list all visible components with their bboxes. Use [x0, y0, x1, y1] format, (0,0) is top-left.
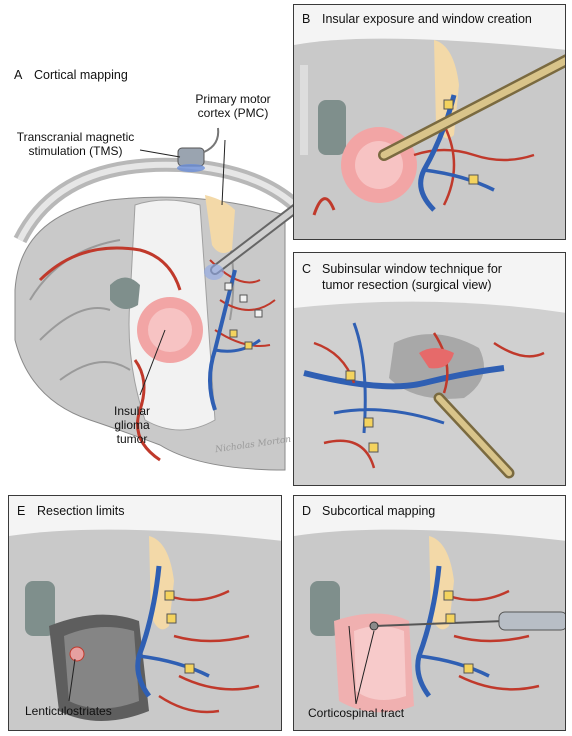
mapping-site-marker	[369, 443, 378, 452]
pmc-label-line1: Primary motor	[188, 92, 278, 106]
mapping-site-marker	[469, 175, 478, 184]
mapping-site-marker	[444, 591, 453, 600]
tms-leader-line	[140, 150, 180, 157]
mapping-site-marker	[464, 664, 473, 673]
tms-label-line1: Transcranial magnetic	[8, 130, 143, 144]
panel-e-title-text: Resection limits	[37, 504, 125, 518]
ventricle	[110, 278, 140, 310]
tumor-core	[148, 308, 192, 352]
panel-a-title-text: Cortical mapping	[34, 68, 128, 82]
tms-label: Transcranial magnetic stimulation (TMS)	[8, 130, 143, 158]
panel-b-title-text: Insular exposure and window creation	[322, 12, 532, 26]
residual-tumor-core	[354, 626, 406, 700]
tms-cable	[204, 128, 218, 152]
panel-b-letter: B	[302, 12, 322, 26]
tumor-label: Insular glioma tumor	[102, 404, 162, 446]
panel-c-letter: C	[302, 261, 322, 277]
mapping-site-marker	[446, 614, 455, 623]
mapping-site-marker	[444, 100, 453, 109]
tms-field-glow	[177, 164, 205, 172]
panel-d-letter: D	[302, 504, 322, 518]
mapping-site-marker	[185, 664, 194, 673]
tms-label-line2: stimulation (TMS)	[8, 144, 143, 158]
tumor-label-line3: tumor	[102, 432, 162, 446]
mapping-site-marker	[230, 330, 237, 337]
pmc-label: Primary motor cortex (PMC)	[188, 92, 278, 120]
tumor-label-line1: Insular	[102, 404, 162, 418]
mapping-site-marker	[255, 310, 262, 317]
mapping-site-marker	[364, 418, 373, 427]
mapping-site-marker	[225, 283, 232, 290]
pmc-label-line2: cortex (PMC)	[188, 106, 278, 120]
tumor-label-line2: glioma	[102, 418, 162, 432]
mapping-site-marker	[240, 295, 247, 302]
panel-c-title-line1: Subinsular window technique for	[322, 262, 502, 276]
corticospinal-label: Corticospinal tract	[308, 706, 404, 720]
ventricle	[318, 100, 346, 155]
panel-a-letter: A	[14, 68, 34, 82]
panel-d-illustration	[294, 496, 566, 731]
mapping-site-marker	[165, 591, 174, 600]
panel-b-illustration	[294, 5, 566, 240]
panel-e-illustration	[9, 496, 282, 731]
mapping-site-marker	[245, 342, 252, 349]
panel-e-letter: E	[17, 504, 37, 518]
resection-cavity-inner	[64, 627, 139, 709]
lenticulostriates-label: Lenticulostriates	[25, 704, 112, 718]
mapping-site-marker	[167, 614, 176, 623]
probe-tip	[370, 622, 378, 630]
subcortical-probe	[499, 612, 566, 630]
tms-coil	[178, 148, 204, 166]
panel-c-title-line2: tumor resection (surgical view)	[302, 277, 502, 293]
mapping-site-marker	[346, 371, 355, 380]
lenticulostriate-origin	[70, 647, 84, 661]
stimulation-glow	[204, 264, 224, 280]
panel-d-title-text: Subcortical mapping	[322, 504, 435, 518]
